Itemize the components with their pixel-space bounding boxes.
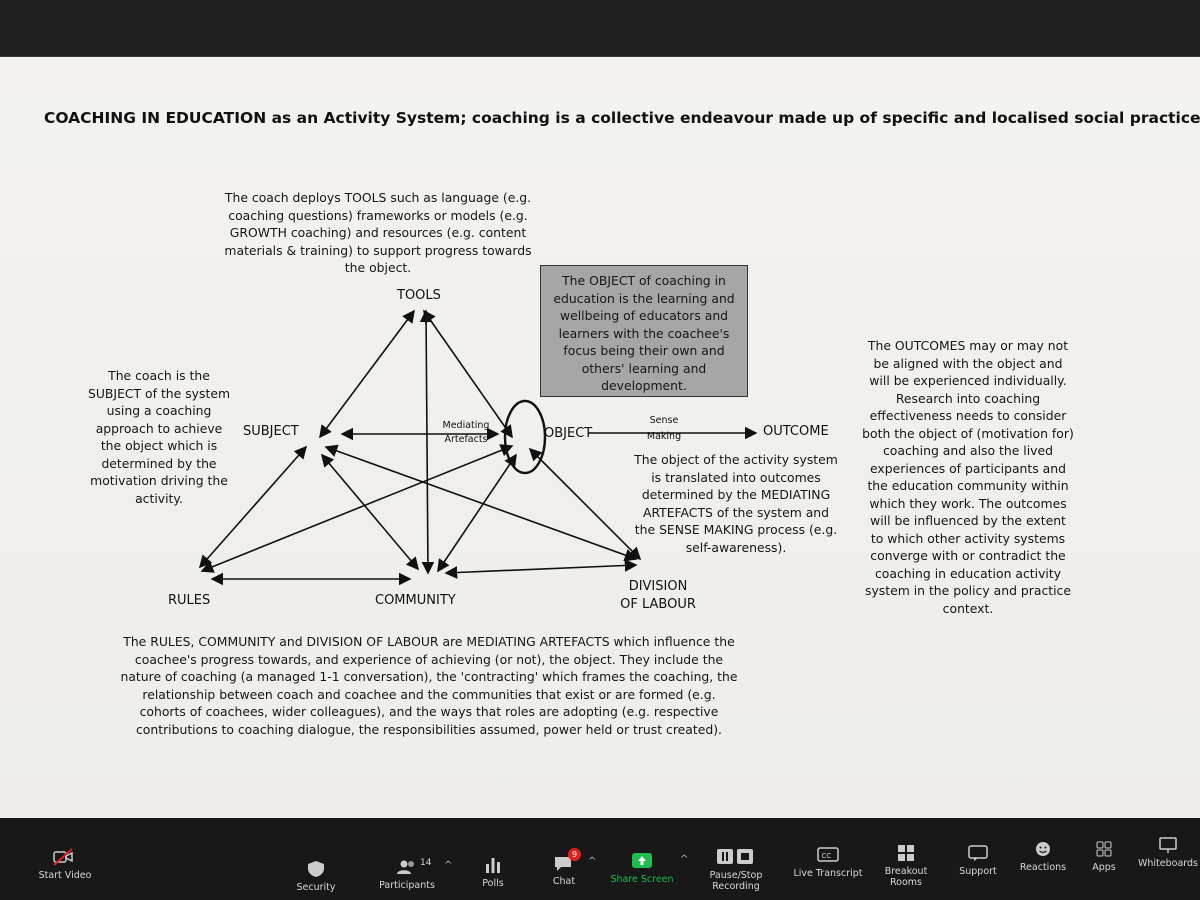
pause-recording-button[interactable]: Pause/Stop Recording: [686, 848, 786, 892]
start-video-button[interactable]: Start Video: [30, 848, 100, 881]
edge-community-division: [444, 559, 638, 579]
share-screen-caret-icon[interactable]: ^: [680, 854, 689, 865]
node-subject: SUBJECT: [243, 424, 299, 439]
live-transcript-button[interactable]: CC Live Transcript: [792, 846, 864, 879]
edge-object-rules: [200, 444, 514, 573]
breakout-rooms-icon: [895, 844, 917, 862]
edge-label-sense: Sense: [649, 415, 679, 426]
shared-slide: COACHING IN EDUCATION as an Activity Sys…: [0, 56, 1200, 819]
live-transcript-label: Live Transcript: [793, 868, 863, 879]
edge-tools-community: [419, 309, 435, 575]
reactions-button[interactable]: Reactions: [1014, 840, 1072, 873]
slide-title: COACHING IN EDUCATION as an Activity Sys…: [44, 109, 1200, 127]
svg-text:CC: CC: [822, 852, 832, 860]
participants-icon: 14: [396, 858, 431, 876]
subject-description: The coach is the SUBJECT of the system u…: [87, 368, 231, 506]
whiteboards-button[interactable]: Whiteboards: [1136, 836, 1200, 869]
object-translation-text: The object of the activity system is tra…: [634, 452, 838, 555]
participants-button[interactable]: 14 Participants: [372, 858, 442, 891]
edge-object-division: [528, 447, 642, 561]
whiteboards-label: Whiteboards: [1137, 858, 1198, 869]
chat-label: Chat: [552, 876, 576, 887]
support-label: Support: [959, 866, 997, 877]
object-box-text: The OBJECT of coaching in education is t…: [553, 273, 735, 393]
closed-caption-icon: CC: [817, 846, 839, 864]
bottom-description: The RULES, COMMUNITY and DIVISION OF LAB…: [120, 634, 738, 737]
object-box: The OBJECT of coaching in education is t…: [540, 265, 748, 397]
outcomes-description: The OUTCOMES may or may not be aligned w…: [862, 338, 1074, 616]
breakout-rooms-button[interactable]: Breakout Rooms: [868, 844, 944, 888]
support-button[interactable]: Support: [952, 844, 1004, 877]
chat-icon: 9: [553, 848, 581, 872]
pause-recording-label: Pause/Stop Recording: [709, 870, 763, 892]
node-tools: TOOLS: [397, 288, 441, 303]
node-rules: RULES: [168, 593, 211, 608]
breakout-rooms-label: Breakout Rooms: [884, 866, 928, 888]
node-division-of-labour: DIVISION OF LABOUR: [620, 579, 696, 612]
object-highlight-ellipse: [503, 399, 547, 475]
edge-subject-rules: [198, 445, 308, 569]
polls-icon: [482, 856, 504, 874]
share-screen-icon: [631, 852, 653, 870]
edge-tools-subject: [319, 309, 415, 439]
meeting-toolbar: Start Video Security 14 Participants ^ P…: [0, 818, 1200, 900]
start-video-label: Start Video: [38, 870, 92, 881]
reactions-label: Reactions: [1019, 862, 1067, 873]
participants-label: Participants: [379, 880, 435, 891]
node-outcome: OUTCOME: [763, 424, 829, 439]
apps-label: Apps: [1092, 862, 1116, 873]
edge-label-making: Making: [646, 431, 682, 442]
security-button[interactable]: Security: [288, 860, 344, 893]
apps-icon: [1093, 840, 1115, 858]
edge-tools-object: [423, 309, 513, 439]
node-object: OBJECT: [544, 426, 593, 441]
polls-label: Polls: [482, 878, 504, 889]
share-screen-button[interactable]: Share Screen: [608, 852, 676, 885]
activity-system-diagram: [198, 309, 758, 586]
share-screen-label: Share Screen: [610, 874, 674, 885]
pause-stop-icon: [716, 848, 756, 866]
video-off-icon: [52, 848, 74, 866]
screen-top-bezel: [0, 0, 1200, 58]
whiteboard-icon: [1157, 836, 1179, 854]
chat-button[interactable]: 9 Chat: [544, 848, 584, 887]
apps-button[interactable]: Apps: [1082, 840, 1126, 873]
node-community: COMMUNITY: [375, 593, 456, 608]
support-icon: [967, 844, 989, 862]
polls-button[interactable]: Polls: [470, 856, 516, 889]
chat-badge: 9: [568, 848, 581, 861]
security-label: Security: [296, 882, 336, 893]
smiley-icon: [1032, 840, 1054, 858]
edge-subject-community: [320, 453, 420, 571]
tools-description: The coach deploys TOOLS such as language…: [224, 190, 532, 275]
participants-count: 14: [420, 858, 432, 868]
shield-icon: [305, 860, 327, 878]
chat-caret-icon[interactable]: ^: [588, 856, 597, 867]
edge-object-community: [437, 453, 517, 573]
participants-caret-icon[interactable]: ^: [444, 860, 453, 871]
